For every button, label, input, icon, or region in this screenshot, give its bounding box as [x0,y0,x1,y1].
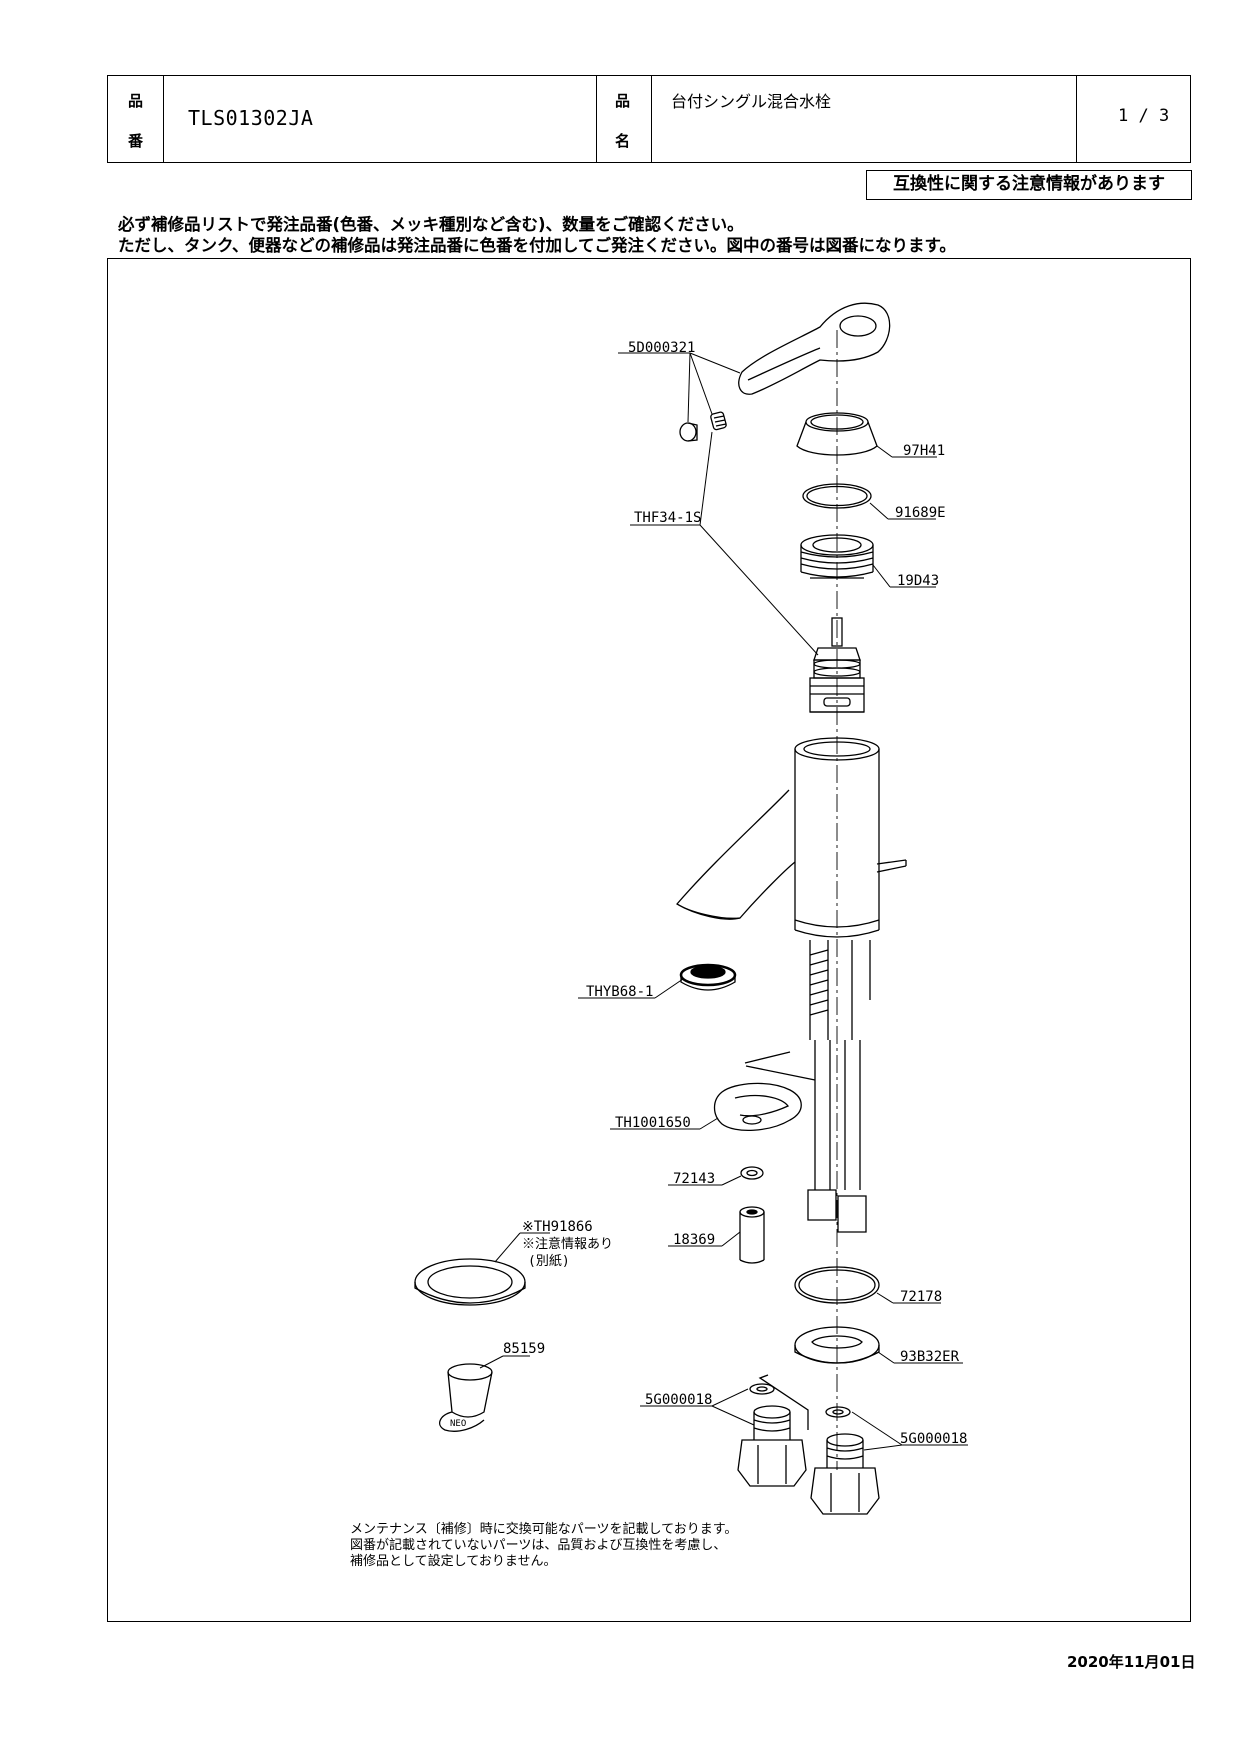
part-number-label-bottom: 番 [128,132,144,150]
o-ring-part [802,483,872,509]
handle-lever [738,302,891,395]
leader-lines [479,352,968,1451]
faucet-body [676,737,907,1040]
label-handle: 5D000321 [628,340,695,356]
divider [596,76,597,162]
svg-text:NEO: NEO [450,1419,466,1429]
label-aerator: THYB68-1 [586,984,653,1000]
part-number: TLS01302JA [188,106,314,130]
union-right-part [810,1406,880,1515]
label-nut: 19D43 [897,573,939,589]
label-gasket-note-2: (別紙) [528,1254,570,1269]
title-block: 品 番 TLS01302JA 品 名 台付シングル混合水栓 1 / 3 [107,75,1191,163]
label-washer: 72143 [673,1171,715,1187]
page-number: 1 / 3 [1118,106,1170,126]
label-cap: 97H41 [903,443,945,459]
compatibility-notice: 互換性に関する注意情報があります [866,170,1192,200]
product-name-label-bottom: 名 [615,132,631,150]
base-plate-part [794,1326,880,1364]
maintenance-note: メンテナンス〔補修〕時に交換可能なパーツを記載しております。 図番が記載されてい… [350,1522,737,1570]
divider [163,76,164,162]
label-union-right: 5G000018 [900,1431,967,1447]
aerator-part [679,963,737,991]
spacer-part [739,1206,765,1264]
nut-part [800,534,874,579]
tool-part: NEO [439,1363,493,1432]
divider [1076,76,1077,162]
cap-part [796,412,878,456]
gasket-part [414,1258,526,1306]
maintenance-note-line: 図番が記載されていないパーツは、品質および互換性を考慮し、 [350,1538,727,1553]
maintenance-note-line: メンテナンス〔補修〕時に交換可能なパーツを記載しております。 [350,1522,738,1537]
label-base-plate: 93B32ER [900,1349,960,1365]
label-gasket-note: ※注意情報あり [522,1236,613,1252]
hoses [745,1040,867,1233]
issue-date: 2020年11月01日 [1067,1653,1196,1671]
label-spacer: 18369 [673,1232,715,1248]
set-screw [679,411,727,442]
divider [651,76,652,162]
union-left-part [737,1383,807,1487]
washer-part [740,1166,764,1180]
label-tool: 85159 [503,1341,545,1357]
label-base-o-ring: 72178 [900,1289,942,1305]
label-o-ring: 91689E [895,505,946,521]
bracket-part [713,1082,802,1132]
cartridge-part [809,617,865,713]
maintenance-note-line: 補修品として設定しておりません。 [350,1554,557,1569]
label-cartridge: THF34-1S [634,510,701,526]
label-union-left: 5G000018 [645,1392,712,1408]
instruction-line-1: 必ず補修品リストで発注品番(色番、メッキ種別など含む)、数量をご確認ください。 [118,215,744,234]
product-name-label-top: 品 [615,92,631,110]
exploded-diagram-frame [107,258,1191,1622]
part-number-label-top: 品 [128,92,144,110]
instruction-line-2: ただし、タンク、便器などの補修品は発注品番に色番を付加してご発注ください。図中の… [118,236,956,255]
product-name: 台付シングル混合水栓 [671,92,832,111]
label-bracket: TH1001650 [615,1115,691,1131]
base-o-ring-part [794,1266,880,1304]
label-gasket: ※TH91866 [522,1219,593,1235]
